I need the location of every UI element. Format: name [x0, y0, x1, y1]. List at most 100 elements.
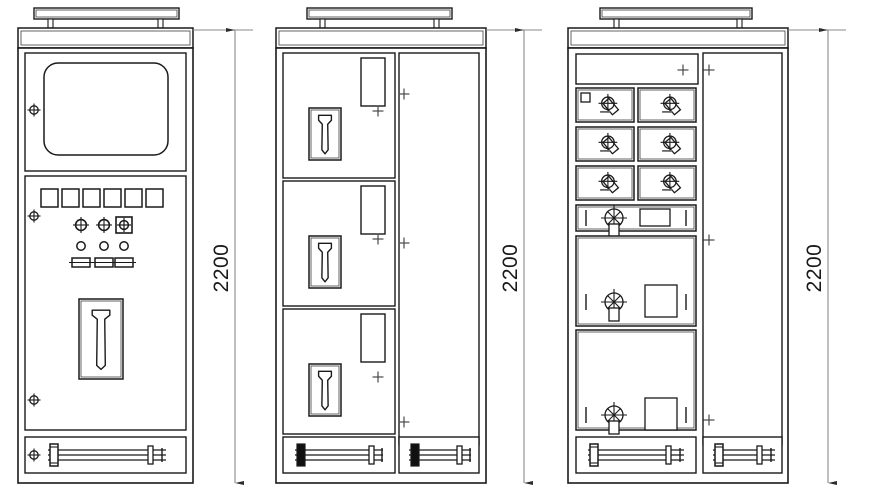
- dimension-overall-height: 2200: [788, 27, 846, 485]
- panel-meter-box: [103, 188, 122, 208]
- busbar-mid-clamp: [368, 445, 375, 465]
- panel-meter-box: [82, 188, 101, 208]
- incoming-control-cabinet: [17, 7, 194, 484]
- construction-cross-icon: [372, 371, 384, 383]
- dimension-value-label: 2200: [499, 244, 522, 293]
- roof-support-post: [319, 18, 326, 29]
- rotary-switch-panel-small: [575, 204, 697, 232]
- selector-switch-control: [112, 216, 136, 268]
- busbar-assembly: [295, 443, 383, 467]
- circuit-breaker-symbol: [598, 171, 620, 194]
- busbar-end-clamp: [589, 443, 599, 467]
- operating-handle-plate: [78, 298, 124, 380]
- indicator-lamp-icon: [119, 241, 129, 251]
- indicator-lamp-icon: [76, 241, 86, 251]
- roof-lip-slab: [33, 7, 180, 20]
- panel-display-window: [644, 397, 678, 431]
- rotary-switch-symbol: [601, 402, 627, 435]
- circuit-breaker-symbol: [598, 93, 620, 116]
- breaker-module-inner: [639, 167, 695, 199]
- operating-handle-plate: [308, 235, 342, 289]
- busbar-mid-clamp: [756, 445, 763, 465]
- roof-support-post: [47, 18, 54, 29]
- construction-cross-icon: [703, 414, 715, 426]
- pushbutton-control: [69, 217, 93, 268]
- dimension-overall-height: 2200: [193, 27, 253, 485]
- rotary-switch-symbol: [601, 289, 627, 322]
- roof-lip-inner: [308, 9, 451, 18]
- instrument-window-panel: [24, 52, 187, 172]
- busbar-mid-clamp: [147, 445, 154, 465]
- breaker-module-inner: [577, 89, 633, 121]
- cabinet-top-cap-inner: [20, 30, 191, 46]
- construction-cross-icon: [398, 237, 410, 249]
- rotary-shaft-icon: [608, 420, 620, 435]
- breaker-module-inner: [577, 167, 633, 199]
- cabinet-roof: [567, 7, 789, 49]
- busbar-assembly: [48, 443, 166, 467]
- construction-cross-icon: [372, 105, 384, 117]
- door-hinge-icon: [27, 393, 41, 407]
- roof-support-post: [157, 18, 164, 29]
- roof-lip-slab: [306, 7, 453, 20]
- panel-display-window: [639, 208, 671, 227]
- handle-plate-inner: [310, 365, 340, 415]
- handle-plate-inner: [310, 109, 340, 159]
- busbar-assembly: [588, 443, 684, 467]
- breaker-body-icon: [601, 175, 620, 194]
- operating-handle-plate: [308, 363, 342, 417]
- construction-cross-icon: [398, 416, 410, 428]
- rotary-switch-panel-large: [575, 329, 697, 431]
- rotary-diag-b: [607, 295, 621, 309]
- lever-handle-icon: [317, 114, 333, 155]
- dimension-overall-height: 2200: [486, 27, 542, 485]
- breaker-body-icon: [663, 175, 682, 194]
- busbar-mid-clamp: [665, 445, 672, 465]
- busbar-end-clamp: [49, 443, 59, 467]
- cabinet-top-cap-inner: [278, 30, 484, 46]
- busbar-end-clamp: [714, 443, 724, 467]
- construction-cross-icon: [703, 64, 715, 76]
- busbar-end-clamp: [410, 443, 420, 467]
- operating-handle-plate: [308, 107, 342, 161]
- handle-plate-inner: [310, 237, 340, 287]
- viewing-window-frame: [43, 62, 169, 156]
- cable-compartment-column: [398, 52, 480, 446]
- cabinet-top-cap-inner: [570, 30, 786, 46]
- construction-cross-icon: [372, 233, 384, 245]
- busbar-assembly: [409, 443, 471, 467]
- busbar-mid-clamp: [456, 445, 463, 465]
- panel-meter-box: [124, 188, 143, 208]
- switch-panel-inner: [577, 206, 695, 230]
- circuit-breaker-symbol: [660, 132, 682, 155]
- panel-meter-box: [145, 188, 164, 208]
- busbar-assembly: [713, 443, 775, 467]
- breaker-module-inner: [639, 89, 695, 121]
- rotary-diag-b: [607, 211, 621, 225]
- construction-cross-icon: [703, 234, 715, 246]
- switch-panel-inner: [577, 237, 695, 325]
- breaker-module-inner: [639, 128, 695, 160]
- fuse-switch-disconnector-cabinet: [275, 7, 487, 484]
- fuse-blown-indicator-window: [360, 313, 386, 363]
- roof-support-post: [613, 18, 620, 29]
- circuit-breaker-symbol: [598, 132, 620, 155]
- door-hinge-icon: [27, 103, 41, 117]
- handle-plate-inner: [80, 300, 122, 378]
- panel-meter-box: [40, 188, 59, 208]
- lever-handle-icon: [317, 242, 333, 283]
- door-hinge-icon: [27, 209, 41, 223]
- rotary-diag-b: [607, 408, 621, 422]
- construction-cross-icon: [677, 64, 689, 76]
- lever-handle-icon: [91, 309, 111, 371]
- breaker-module-inner: [577, 128, 633, 160]
- dimension-value-label: 2200: [803, 244, 826, 293]
- cabinet-roof: [17, 7, 194, 49]
- cable-compartment-column: [702, 52, 783, 446]
- rotary-switch-panel-medium: [575, 235, 697, 327]
- roof-support-post: [736, 18, 743, 29]
- construction-cross-icon: [398, 88, 410, 100]
- breaker-body-icon: [601, 136, 620, 155]
